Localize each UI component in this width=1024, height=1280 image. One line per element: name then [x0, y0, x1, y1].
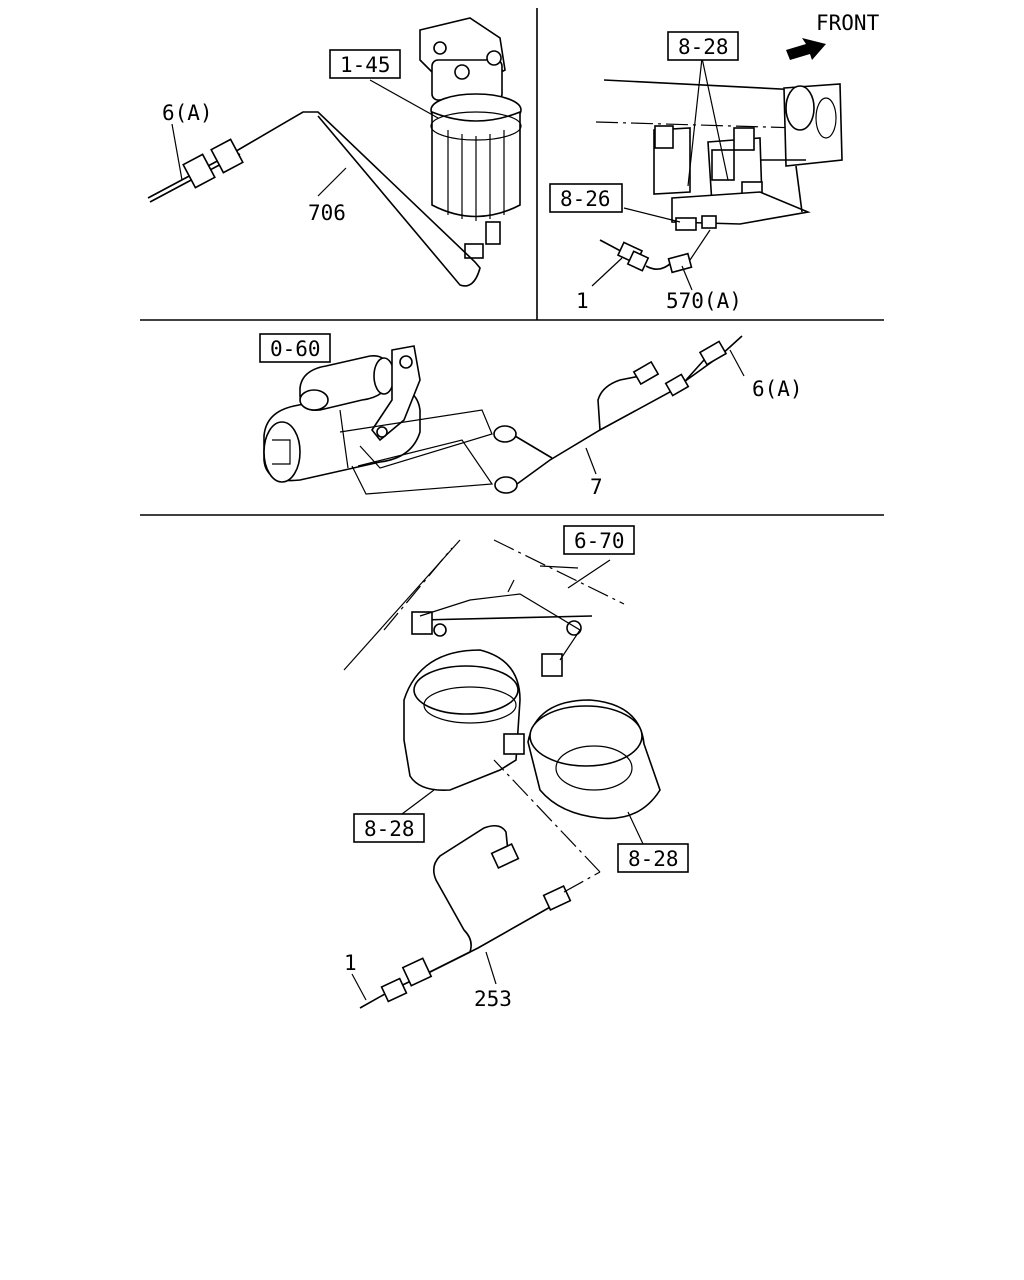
ref-box-8-28-right: [617, 843, 689, 873]
callout-1-bottom: 1: [344, 951, 357, 975]
ref-box-8-28-top: [667, 31, 739, 61]
ref-label-0-60: 0-60: [270, 337, 321, 361]
callout-253: 253: [474, 987, 512, 1011]
ref-label-8-26: 8-26: [560, 187, 611, 211]
harness-570a: [599, 229, 711, 274]
callout-1-top: 1: [576, 289, 589, 313]
harness-706: [147, 111, 481, 287]
callout-570a: 570(A): [666, 289, 742, 313]
starter-panel: 0-60 6(A) 7: [259, 333, 803, 499]
ref-label-8-28-left: 8-28: [364, 817, 415, 841]
horn-right-drawing: [503, 620, 661, 820]
ref-box-1-45: [329, 49, 401, 79]
front-label: FRONT: [816, 11, 880, 35]
ref-label-8-28-top: 8-28: [678, 35, 729, 59]
fuel-filter-drawing: [419, 17, 522, 259]
frame-outline: [343, 539, 625, 671]
callout-6a-top: 6(A): [162, 101, 213, 125]
horns-panel: 6-70 8-28 8-28 1 253: [343, 525, 689, 1011]
callout-6a-mid: 6(A): [752, 377, 803, 401]
horn-left-drawing: [403, 611, 521, 792]
horn-bracket-panel: FRONT 8-28 8-26 1 570(A): [549, 11, 880, 313]
callout-7: 7: [590, 475, 603, 499]
ref-label-1-45: 1-45: [340, 53, 391, 77]
starter-motor-drawing: [263, 345, 421, 483]
ref-box-8-26: [549, 183, 623, 213]
ref-box-0-60: [259, 333, 331, 363]
ref-label-6-70: 6-70: [574, 529, 625, 553]
harness-7: [339, 335, 743, 495]
harness-253: [359, 759, 601, 1009]
callout-706: 706: [308, 201, 346, 225]
front-arrow-icon: [786, 38, 826, 60]
ref-box-6-70: [563, 525, 635, 555]
bracket-drawing: [595, 79, 843, 231]
fuel-filter-panel: 1-45 6(A) 706: [147, 17, 522, 287]
panel-dividers: [140, 8, 884, 516]
ref-box-8-28-left: [353, 813, 425, 843]
ref-label-8-28-right: 8-28: [628, 847, 679, 871]
